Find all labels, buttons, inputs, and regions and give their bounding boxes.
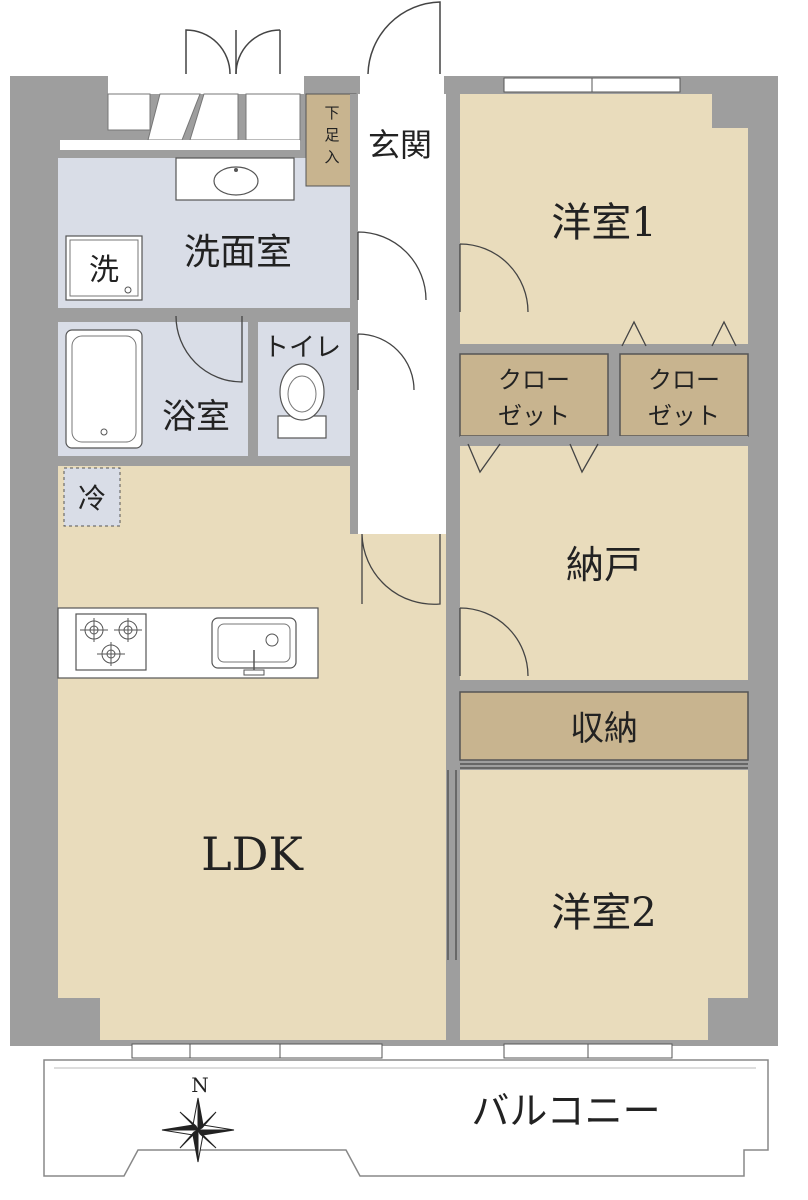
bath-label: 浴室: [162, 397, 230, 437]
storage-label: 収納: [570, 709, 638, 749]
shoe-storage-glyph: 足: [324, 126, 339, 144]
kitchen-counter: [57, 607, 319, 679]
balcony-label: バルコニー: [471, 1089, 660, 1133]
washroom-label: 洗面室: [184, 232, 292, 273]
ldk-label: LDK: [201, 827, 304, 881]
bathtub: [65, 329, 143, 449]
pillars: [10, 76, 778, 1046]
western2-label: 洋室2: [551, 890, 656, 936]
windows-top: [503, 77, 681, 93]
washer-label: 洗: [89, 253, 119, 288]
closet-right-line1: クロー: [648, 366, 720, 394]
room-floors: [58, 94, 748, 1040]
western2-floor: [460, 770, 748, 1040]
balcony: [43, 1059, 769, 1177]
shoe-storage-glyph: 下: [324, 104, 339, 122]
closet-door-marks: [467, 320, 737, 474]
top-openings: [60, 76, 444, 150]
storage-blocks: [305, 93, 749, 761]
washbasin: [175, 157, 295, 201]
closet-left-line2: ゼット: [498, 402, 570, 430]
fridge-label: 冷: [78, 482, 106, 515]
top-doors: [185, 1, 441, 75]
shoe-storage-label: 下足入: [324, 104, 339, 166]
closet-right: [619, 353, 749, 437]
compass-rose: N: [161, 1073, 235, 1163]
windows-bottom: [131, 1043, 673, 1059]
sliding-door-ldk: [447, 770, 457, 960]
entrance-floor: [360, 94, 446, 186]
fridge-space: [63, 467, 121, 527]
closet-left-line1: クロー: [498, 366, 570, 394]
labels: 玄関 下足入 洗面室 洗 浴室 トイレ 冷 洋室1 クロー ゼット クロー ゼッ…: [78, 104, 720, 1133]
washing-machine: [65, 235, 143, 301]
ldk-floor: [58, 466, 446, 1040]
partitions: [58, 94, 748, 1040]
toilet-bowl: [277, 363, 327, 439]
closet-right-line2: ゼット: [648, 402, 720, 430]
western1-floor: [460, 94, 748, 344]
interior-doors: [175, 231, 529, 677]
shoe-storage: [305, 93, 357, 187]
storeroom-floor: [460, 446, 748, 680]
shoe-storage-glyph: 入: [324, 148, 339, 166]
toilet-label: トイレ: [263, 333, 341, 363]
compass-north-label: N: [191, 1073, 209, 1097]
storage-doors: [460, 763, 748, 769]
storage-closet: [459, 691, 749, 761]
storeroom-label: 納戸: [566, 543, 642, 587]
entrance-label: 玄関: [368, 126, 432, 164]
closet-left: [459, 353, 609, 437]
western1-label: 洋室1: [551, 200, 656, 246]
